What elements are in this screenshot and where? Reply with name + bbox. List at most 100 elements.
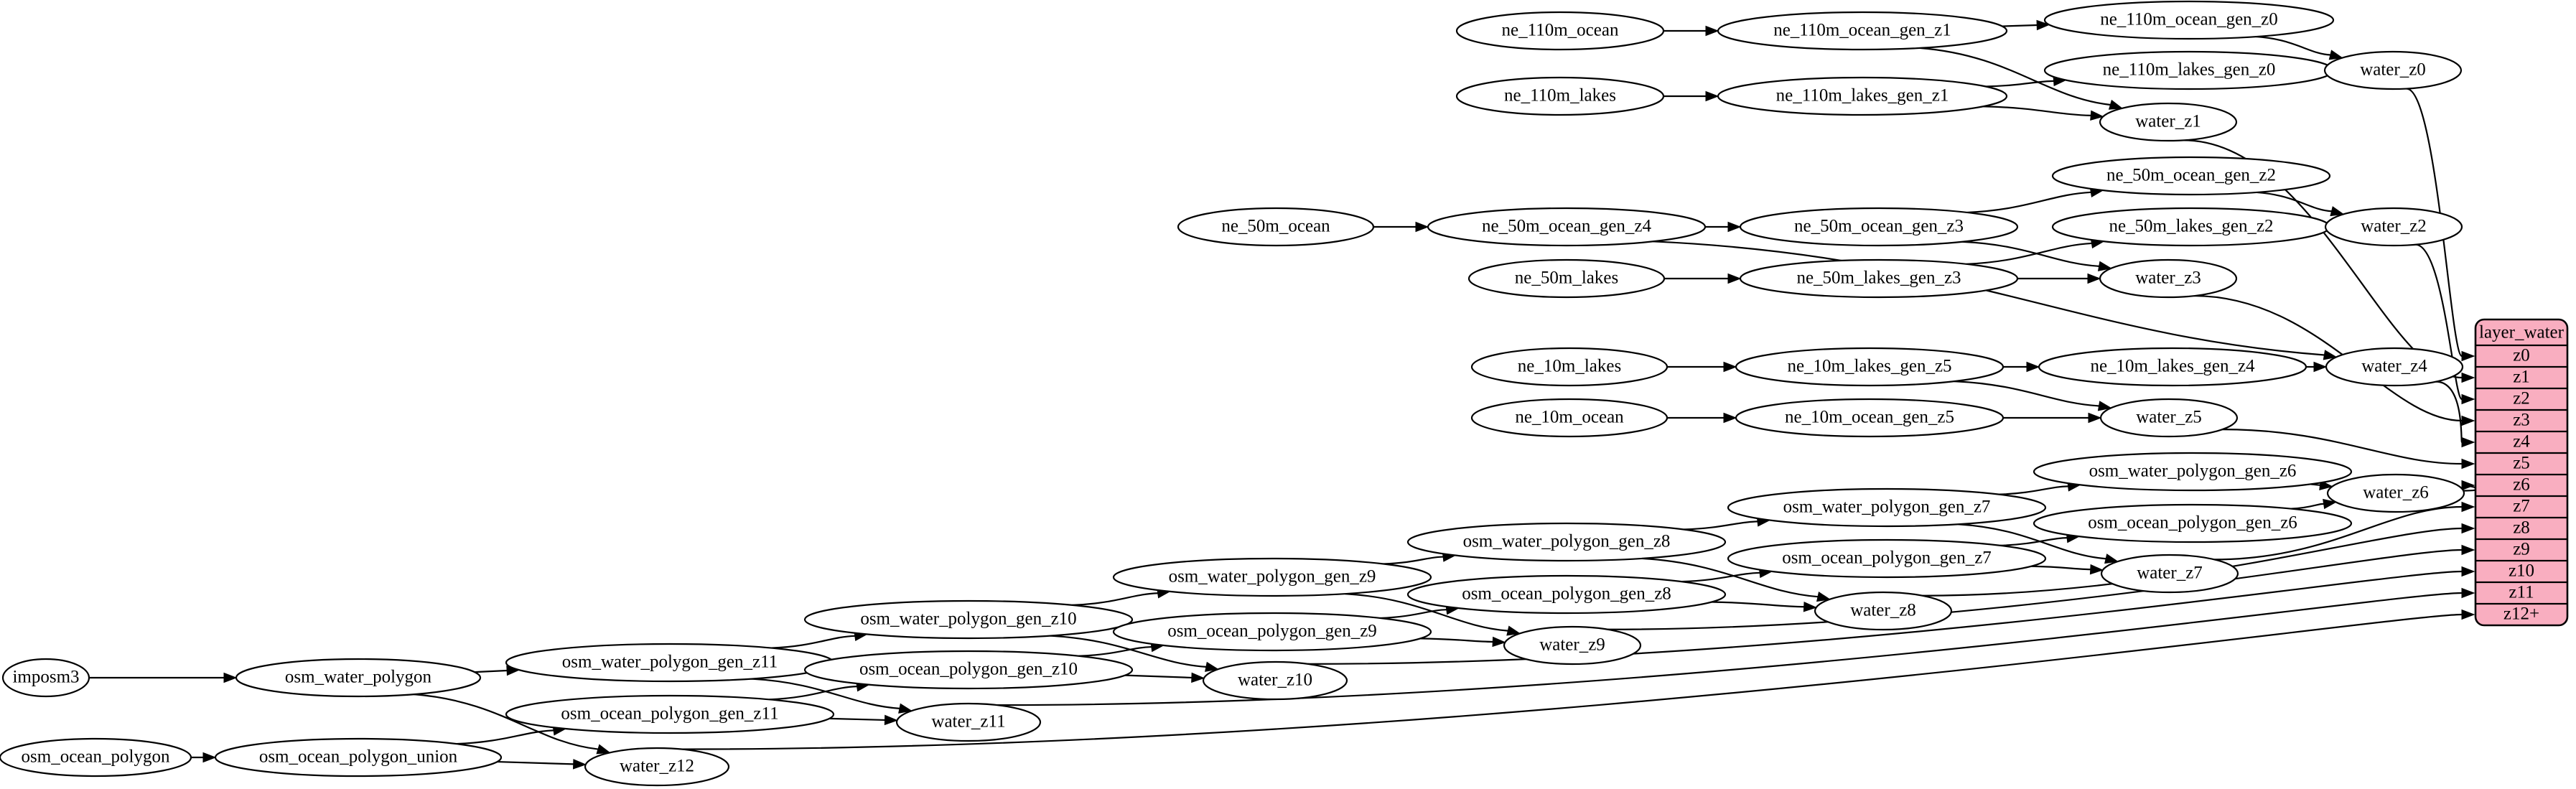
node-imposm3[interactable]: imposm3 xyxy=(1,658,90,698)
node-osm_ocean_polygon_gen_z11[interactable]: osm_ocean_polygon_gen_z11 xyxy=(505,694,835,734)
node-shape[interactable] xyxy=(895,702,1042,742)
node-shape[interactable] xyxy=(235,658,482,698)
node-osm_ocean_polygon_gen_z10[interactable]: osm_ocean_polygon_gen_z10 xyxy=(803,650,1134,690)
node-water_z9[interactable]: water_z9 xyxy=(1503,625,1642,666)
node-shape[interactable] xyxy=(1177,207,1375,247)
node-water_z7[interactable]: water_z7 xyxy=(2100,554,2239,594)
node-shape[interactable] xyxy=(1727,487,2047,528)
node-water_z6[interactable]: water_z6 xyxy=(2326,473,2465,513)
node-ne_50m_ocean_gen_z3[interactable]: ne_50m_ocean_gen_z3 xyxy=(1739,207,2019,247)
node-shape[interactable] xyxy=(505,643,835,683)
node-water_z10[interactable]: water_z10 xyxy=(1202,660,1348,701)
node-ne_110m_lakes_gen_z0[interactable]: ne_110m_lakes_gen_z0 xyxy=(2043,50,2335,90)
node-shape[interactable] xyxy=(1717,76,2008,116)
node-shape[interactable] xyxy=(1739,207,2019,247)
node-ne_110m_lakes_gen_z1[interactable]: ne_110m_lakes_gen_z1 xyxy=(1717,76,2008,116)
node-shape[interactable] xyxy=(2051,207,2331,247)
node-osm_ocean_polygon_gen_z6[interactable]: osm_ocean_polygon_gen_z6 xyxy=(2033,503,2353,543)
edge-arrowhead xyxy=(2323,350,2338,360)
node-shape[interactable] xyxy=(214,737,503,778)
node-shape[interactable] xyxy=(1202,660,1348,701)
node-water_z1[interactable]: water_z1 xyxy=(2099,102,2238,142)
node-ne_110m_ocean_gen_z0[interactable]: ne_110m_ocean_gen_z0 xyxy=(2043,0,2335,40)
node-shape[interactable] xyxy=(1406,522,1727,562)
node-shape[interactable] xyxy=(2099,398,2239,438)
node-ne_110m_ocean[interactable]: ne_110m_ocean xyxy=(1455,11,1665,51)
node-shape[interactable] xyxy=(1503,625,1642,666)
node-ne_50m_ocean[interactable]: ne_50m_ocean xyxy=(1177,207,1375,247)
node-shape[interactable] xyxy=(2051,156,2331,196)
node-shape[interactable] xyxy=(1470,398,1669,438)
node-osm_ocean_polygon_gen_z9[interactable]: osm_ocean_polygon_gen_z9 xyxy=(1112,612,1432,652)
node-shape[interactable] xyxy=(1727,538,2047,579)
node-water_z2[interactable]: water_z2 xyxy=(2324,207,2463,247)
node-shape[interactable] xyxy=(2033,503,2353,543)
node-water_z12[interactable]: water_z12 xyxy=(584,747,730,787)
node-ne_10m_ocean_gen_z5[interactable]: ne_10m_ocean_gen_z5 xyxy=(1735,398,2005,438)
node-shape[interactable] xyxy=(2326,473,2465,513)
node-osm_water_polygon_gen_z9[interactable]: osm_water_polygon_gen_z9 xyxy=(1112,557,1432,597)
node-ne_110m_lakes[interactable]: ne_110m_lakes xyxy=(1455,76,1665,116)
node-shape[interactable] xyxy=(1112,557,1432,597)
node-shape[interactable] xyxy=(2099,102,2238,142)
node-osm_water_polygon[interactable]: osm_water_polygon xyxy=(235,658,482,698)
node-shape[interactable] xyxy=(505,694,835,734)
node-shape[interactable] xyxy=(1735,398,2005,438)
node-ne_50m_ocean_gen_z4[interactable]: ne_50m_ocean_gen_z4 xyxy=(1427,207,1707,247)
node-shape[interactable] xyxy=(1,658,90,698)
node-osm_ocean_polygon[interactable]: osm_ocean_polygon xyxy=(0,737,192,778)
edge-ne_110m_ocean_gen_z1-to-ne_110m_ocean_gen_z0 xyxy=(2002,24,2038,27)
node-shape[interactable] xyxy=(2100,554,2239,594)
node-osm_ocean_polygon_union[interactable]: osm_ocean_polygon_union xyxy=(214,737,503,778)
node-shape[interactable] xyxy=(2043,50,2335,90)
node-water_z11[interactable]: water_z11 xyxy=(895,702,1042,742)
node-shape[interactable] xyxy=(2325,347,2464,387)
node-ne_50m_lakes_gen_z3[interactable]: ne_50m_lakes_gen_z3 xyxy=(1739,258,2019,299)
node-osm_water_polygon_gen_z10[interactable]: osm_water_polygon_gen_z10 xyxy=(803,599,1134,640)
node-shape[interactable] xyxy=(1406,574,1727,615)
node-shape[interactable] xyxy=(1455,11,1665,51)
edge-osm_ocean_polygon_gen_z8-to-water_z8 xyxy=(1712,601,1804,608)
node-water_z4[interactable]: water_z4 xyxy=(2325,347,2464,387)
node-osm_water_polygon_gen_z11[interactable]: osm_water_polygon_gen_z11 xyxy=(505,643,835,683)
node-osm_water_polygon_gen_z6[interactable]: osm_water_polygon_gen_z6 xyxy=(2033,452,2353,492)
node-water_z5[interactable]: water_z5 xyxy=(2099,398,2239,438)
edge-arrowhead xyxy=(2461,523,2475,534)
node-water_z8[interactable]: water_z8 xyxy=(1814,591,1953,631)
node-shape[interactable] xyxy=(2099,258,2238,299)
node-ne_110m_ocean_gen_z1[interactable]: ne_110m_ocean_gen_z1 xyxy=(1717,11,2008,51)
node-shape[interactable] xyxy=(1470,347,1669,387)
node-ne_50m_lakes_gen_z2[interactable]: ne_50m_lakes_gen_z2 xyxy=(2051,207,2331,247)
node-shape[interactable] xyxy=(1112,612,1432,652)
node-ne_10m_lakes_gen_z5[interactable]: ne_10m_lakes_gen_z5 xyxy=(1735,347,2005,387)
node-shape[interactable] xyxy=(1735,347,2005,387)
node-water_z0[interactable]: water_z0 xyxy=(2323,50,2463,90)
node-shape[interactable] xyxy=(1814,591,1953,631)
layer-water-table[interactable]: layer_waterz0z1z2z3z4z5z6z7z8z9z10z11z12… xyxy=(2474,318,2569,627)
node-shape[interactable] xyxy=(1467,258,1666,299)
node-shape[interactable] xyxy=(584,747,730,787)
node-osm_water_polygon_gen_z7[interactable]: osm_water_polygon_gen_z7 xyxy=(1727,487,2047,528)
node-shape[interactable] xyxy=(2043,0,2335,40)
node-shape[interactable] xyxy=(2324,207,2463,247)
node-shape[interactable] xyxy=(0,737,192,778)
node-shape[interactable] xyxy=(803,599,1134,640)
node-ne_10m_ocean[interactable]: ne_10m_ocean xyxy=(1470,398,1669,438)
node-ne_50m_lakes[interactable]: ne_50m_lakes xyxy=(1467,258,1666,299)
node-shape[interactable] xyxy=(2038,347,2307,387)
node-water_z3[interactable]: water_z3 xyxy=(2099,258,2238,299)
node-shape[interactable] xyxy=(1455,76,1665,116)
node-osm_ocean_polygon_gen_z7[interactable]: osm_ocean_polygon_gen_z7 xyxy=(1727,538,2047,579)
node-shape[interactable] xyxy=(1427,207,1707,247)
node-osm_water_polygon_gen_z8[interactable]: osm_water_polygon_gen_z8 xyxy=(1406,522,1727,562)
node-ne_50m_ocean_gen_z2[interactable]: ne_50m_ocean_gen_z2 xyxy=(2051,156,2331,196)
node-shape[interactable] xyxy=(2033,452,2353,492)
node-osm_ocean_polygon_gen_z8[interactable]: osm_ocean_polygon_gen_z8 xyxy=(1406,574,1727,615)
node-shape[interactable] xyxy=(2323,50,2463,90)
node-shape[interactable] xyxy=(803,650,1134,690)
node-shape[interactable] xyxy=(1739,258,2019,299)
node-ne_10m_lakes_gen_z4[interactable]: ne_10m_lakes_gen_z4 xyxy=(2038,347,2307,387)
node-shape[interactable] xyxy=(1717,11,2008,51)
node-ne_10m_lakes[interactable]: ne_10m_lakes xyxy=(1470,347,1669,387)
